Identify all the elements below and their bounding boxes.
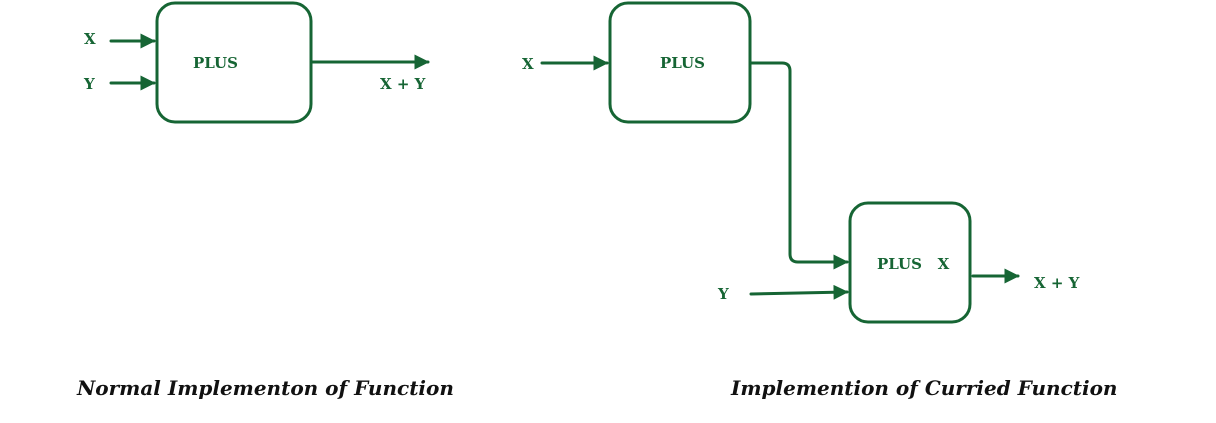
curried-plus-x-box-label: PLUS X bbox=[877, 255, 950, 273]
normal-input-x-label: X bbox=[84, 30, 96, 48]
curried-input-y-label: Y bbox=[717, 285, 729, 303]
normal-output-label: X + Y bbox=[380, 75, 426, 93]
normal-implementation-diagram: X Y PLUS X + Y Normal Implementon of Fun… bbox=[76, 1, 454, 400]
curried-plus-x-box bbox=[848, 201, 972, 324]
curried-output-label: X + Y bbox=[1034, 274, 1080, 292]
normal-caption: Normal Implementon of Function bbox=[76, 376, 454, 400]
normal-plus-box-label: PLUS bbox=[193, 54, 238, 72]
curried-caption: Implemention of Curried Function bbox=[730, 376, 1117, 400]
curried-connector-arrow bbox=[748, 61, 849, 270]
normal-input-y-label: Y bbox=[83, 75, 95, 93]
curried-implementation-diagram: X PLUS Y PLUS X X + Y Implemention of Cu… bbox=[522, 1, 1117, 400]
curried-input-x-label: X bbox=[522, 55, 534, 73]
curried-input-y-arrow bbox=[749, 284, 849, 300]
curried-plus-box-label: PLUS bbox=[660, 54, 705, 72]
